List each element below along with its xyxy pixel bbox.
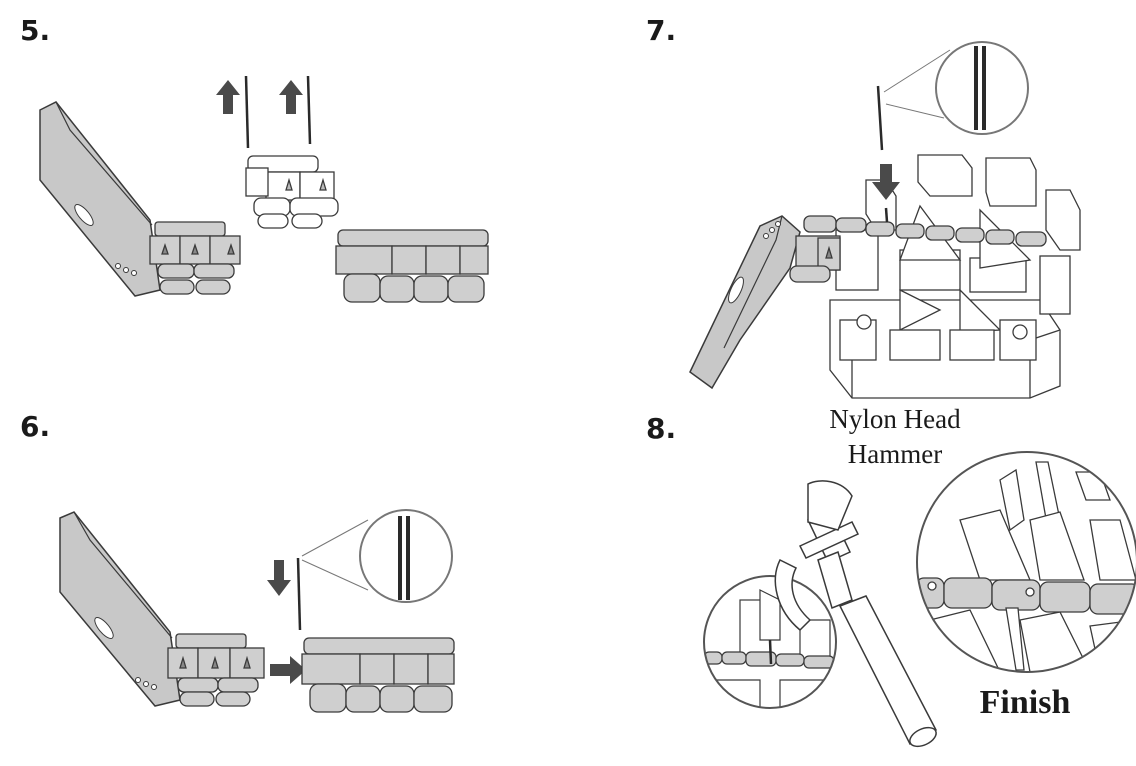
band-remaining xyxy=(301,637,455,713)
magnifier-circle-icon xyxy=(301,509,453,603)
step-number-6: 6. xyxy=(20,410,51,443)
magnifier-circle-icon xyxy=(883,41,1029,135)
spring-bar-pin xyxy=(876,85,884,151)
step-number-8: 8. xyxy=(646,412,677,445)
finish-label: Finish xyxy=(979,684,1071,721)
tool-label-line-1: Nylon Head xyxy=(829,404,961,434)
spring-bar-pin xyxy=(296,557,302,631)
band-clasp-side xyxy=(149,221,241,295)
spring-bar-pin xyxy=(884,207,889,223)
step-number-5: 5. xyxy=(20,14,51,47)
hammer-icon xyxy=(774,480,938,748)
detail-circle-finish xyxy=(916,451,1136,673)
removed-links xyxy=(245,155,339,229)
removed-pins xyxy=(244,75,312,149)
clasp xyxy=(39,101,161,297)
band-remaining xyxy=(335,229,489,303)
step-number-7: 7. xyxy=(646,14,677,47)
tool-label: Nylon Head Hammer xyxy=(790,402,1000,472)
band-clasp-side xyxy=(167,633,265,707)
step-5-illustration xyxy=(39,75,489,303)
clasp xyxy=(689,215,801,390)
arrow-down-icon xyxy=(267,560,291,596)
band-holder-block xyxy=(829,154,1081,399)
clasp xyxy=(59,511,181,707)
step-7-illustration xyxy=(689,41,1081,399)
arrow-up-icon xyxy=(216,80,240,114)
detail-circle-left xyxy=(703,575,837,709)
step-6-illustration xyxy=(59,509,455,713)
arrow-down-icon xyxy=(872,164,900,200)
arrow-right-icon xyxy=(270,656,306,684)
band-on-holder xyxy=(789,215,1047,283)
tool-label-line-2: Hammer xyxy=(847,439,943,469)
arrow-up-icon xyxy=(279,80,303,114)
